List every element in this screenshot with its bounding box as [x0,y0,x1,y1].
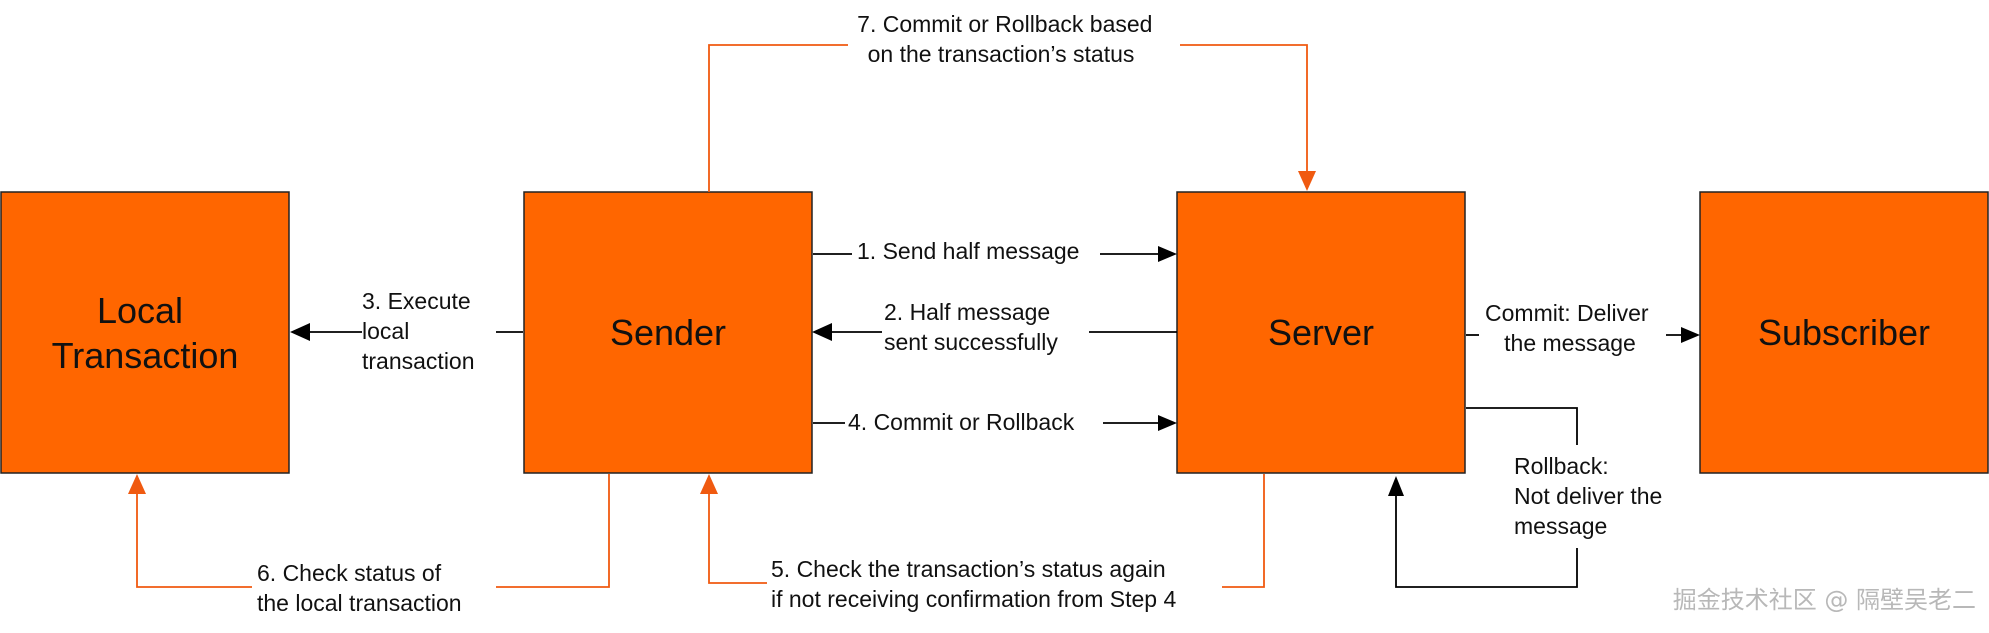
rollback-arrowhead [1388,476,1404,496]
step2-arrowhead [812,323,832,341]
step6-label-line1: 6. Check status of [257,560,442,586]
step3-arrow: 3. Execute local transaction [290,288,523,374]
step2-label-line1: 2. Half message [884,299,1050,325]
step5-arrowhead [700,474,718,494]
subscriber-label: Subscriber [1758,312,1930,353]
step3-label-line3: transaction [362,348,475,374]
step7-label: 7. Commit or Rollback based on the trans… [857,11,1159,67]
step2-label-line2: sent successfully [884,329,1058,355]
rollback-label-line2: Not deliver the [1514,483,1662,509]
rollback-label-line3: message [1514,513,1607,539]
step4-label: 4. Commit or Rollback [848,409,1075,435]
rollback-label: Rollback: Not deliver the message [1514,453,1669,539]
commit-arrowhead [1681,327,1700,343]
step3-arrowhead [290,323,310,341]
commit-label-line2: the message [1504,330,1636,356]
step5-label-line2: if not receiving confirmation from Step … [771,586,1176,612]
step6-label-line2: the local transaction [257,590,462,616]
commit-label: Commit: Deliver the message [1485,300,1655,356]
step5-arrow: 5. Check the transaction’s status again … [700,474,1265,612]
commit-label-line1: Commit: Deliver [1485,300,1649,326]
step2-arrow: 2. Half message sent successfully [812,299,1177,355]
local-transaction-label-line2: Transaction [52,335,239,376]
local-transaction-node: Local Transaction [0,191,290,474]
step3-label: 3. Execute local transaction [362,288,477,374]
step6-arrow: 6. Check status of the local transaction [128,474,610,616]
step7-arrow: 7. Commit or Rollback based on the trans… [708,11,1316,192]
step1-arrowhead [1158,246,1177,262]
step2-label: 2. Half message sent successfully [884,299,1058,355]
server-label: Server [1268,312,1374,353]
sender-node: Sender [523,191,813,474]
rollback-label-line1: Rollback: [1514,453,1609,479]
step6-arrowhead [128,474,146,494]
step5-label-line1: 5. Check the transaction’s status again [771,556,1166,582]
watermark-text: 掘金技术社区 @ 隔壁吴老二 [1673,586,1976,614]
step7-label-line2: on the transaction’s status [868,41,1135,67]
step4-arrow: 4. Commit or Rollback [813,409,1177,435]
subscriber-node: Subscriber [1699,191,1989,474]
server-node: Server [1176,191,1466,474]
commit-arrow: Commit: Deliver the message [1466,300,1700,356]
step3-label-line2: local [362,318,409,344]
step1-label: 1. Send half message [857,238,1079,264]
sender-label: Sender [610,312,726,353]
step7-arrowhead [1298,171,1316,191]
local-transaction-label-line1: Local [97,290,183,331]
step7-label-line1: 7. Commit or Rollback based [857,11,1152,37]
step4-arrowhead [1158,415,1177,431]
step6-label: 6. Check status of the local transaction [257,560,462,616]
step5-label: 5. Check the transaction’s status again … [771,556,1176,612]
rollback-loop-arrow: Rollback: Not deliver the message [1388,407,1669,588]
svg-text:Local Transaction: Local Transaction [52,290,239,376]
step3-label-line1: 3. Execute [362,288,471,314]
step1-arrow: 1. Send half message [813,238,1177,264]
